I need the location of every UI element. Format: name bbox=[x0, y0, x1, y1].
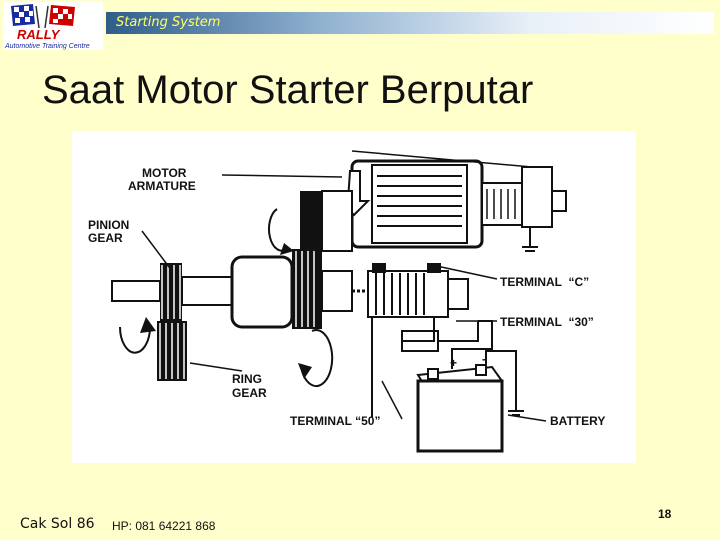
label-terminal-c: TERMINAL “C” bbox=[500, 275, 589, 289]
label-terminal-50: TERMINAL “50” bbox=[290, 414, 380, 428]
footer-phone: HP: 081 64221 868 bbox=[112, 519, 216, 533]
solenoid-icon bbox=[352, 263, 469, 352]
footer-author: Cak Sol 86 bbox=[20, 516, 95, 532]
logo-subtext: Automotive Training Centre bbox=[4, 43, 90, 50]
svg-text:-: - bbox=[482, 352, 486, 366]
label-pinion-gear-1: PINION bbox=[88, 218, 129, 232]
starter-motor-diagram: + - MOTOR ARMATURE PINION GEAR bbox=[72, 131, 636, 463]
pinion-gear-icon bbox=[111, 190, 353, 329]
battery-icon: + - bbox=[416, 352, 504, 453]
label-ring-gear-1: RING bbox=[232, 372, 262, 386]
svg-text:+: + bbox=[450, 356, 457, 370]
rally-logo-icon: RALLY Automotive Training Centre bbox=[3, 2, 103, 50]
label-pointers bbox=[141, 150, 547, 422]
page-number: 18 bbox=[658, 507, 672, 521]
wiring bbox=[371, 317, 524, 417]
label-ring-gear-2: GEAR bbox=[232, 386, 267, 400]
header-bar: Starting System bbox=[106, 12, 714, 34]
label-motor-armature-2: ARMATURE bbox=[128, 179, 196, 193]
label-motor-armature-1: MOTOR bbox=[142, 166, 187, 180]
checkered-flag-icon bbox=[11, 4, 75, 29]
slide-title: Saat Motor Starter Berputar bbox=[42, 68, 534, 112]
rally-logo: RALLY Automotive Training Centre bbox=[3, 2, 103, 50]
ring-gear-icon bbox=[119, 317, 334, 388]
label-battery: BATTERY bbox=[550, 414, 605, 428]
section-title: Starting System bbox=[116, 15, 221, 30]
logo-text: RALLY bbox=[17, 27, 61, 42]
label-terminal-30: TERMINAL “30” bbox=[500, 315, 594, 329]
label-pinion-gear-2: GEAR bbox=[88, 231, 123, 245]
motor-armature-icon bbox=[337, 159, 567, 252]
